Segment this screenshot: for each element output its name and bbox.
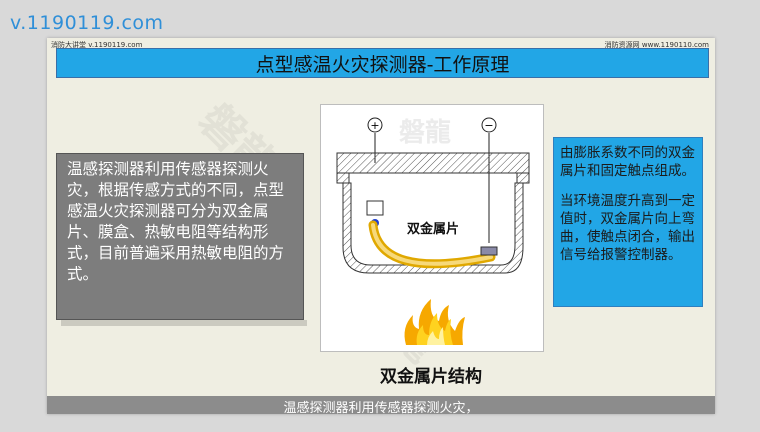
- bimetal-strip-inner: [371, 223, 493, 266]
- sensor-cup: [342, 182, 524, 274]
- header-right-tiny-text: 消防资源网 www.1190110.com: [604, 41, 709, 49]
- diagram-caption: 双金属片结构: [380, 367, 482, 387]
- site-watermark-url: v.1190119.com: [10, 12, 164, 34]
- housing-top-plate: [336, 152, 530, 174]
- strip-mount-block: [480, 246, 498, 256]
- housing-right-lip: [516, 172, 530, 184]
- positive-terminal-icon: [367, 117, 383, 133]
- flame-icon: [404, 299, 465, 345]
- subtitle-text: 温感探测器利用传感器探测火灾，: [283, 401, 479, 416]
- strip-label: 双金属片: [407, 221, 459, 237]
- slide-title: 点型感温火灾探测器-工作原理: [56, 48, 709, 78]
- diagram-panel: 磐龍 + − 双金属片: [320, 104, 544, 352]
- principle-paragraph-1: 由膨胀系数不同的双金属片和固定触点组成。: [560, 145, 695, 179]
- intro-text-box: 温感探测器利用传感器探测火灾，根据传感方式的不同，点型感温火灾探测器可分为双金属…: [56, 153, 307, 326]
- principle-paragraph-2: 当环境温度升高到一定值时，双金属片向上弯曲，使触点闭合，输出信号给报警控制器。: [560, 193, 695, 263]
- negative-terminal-icon: [481, 117, 497, 133]
- header-left-tiny-text: 消防大讲堂 v.1190119.com: [51, 41, 143, 49]
- brand-watermark: 磐龍: [399, 117, 451, 148]
- bimetal-diagram: 磐龍 + − 双金属片: [336, 117, 530, 345]
- positive-label: +: [370, 119, 379, 132]
- slide: 磐龍 磐龍 消防大讲堂 v.1190119.com 消防资源网 www.1190…: [47, 38, 715, 414]
- housing-left-lip: [336, 172, 350, 184]
- fixed-contact-holder: [366, 200, 384, 216]
- negative-label: −: [484, 119, 493, 132]
- subtitle-bar: [47, 396, 715, 414]
- principle-text-box: 由膨胀系数不同的双金属片和固定触点组成。 当环境温度升高到一定值时，双金属片向上…: [553, 137, 703, 307]
